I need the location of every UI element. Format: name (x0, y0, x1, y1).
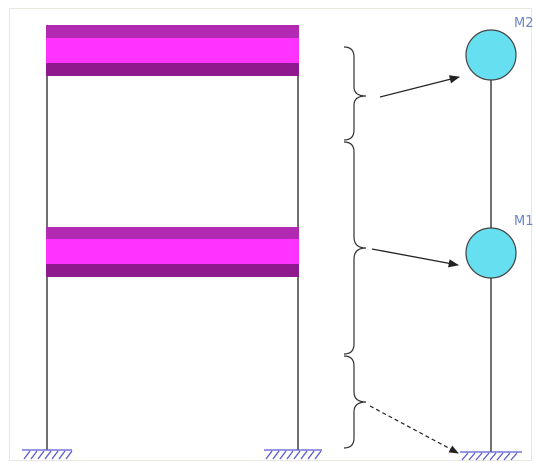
curly-braces (343, 46, 367, 449)
building-frame (22, 25, 322, 460)
stick-fixed-support (460, 451, 522, 461)
arrow-to-m2 (379, 75, 461, 98)
arrows (369, 75, 461, 454)
dashed-arrow-to-base (369, 405, 459, 454)
upper-floor-slab (46, 25, 299, 76)
mass-m1-circle (465, 227, 517, 279)
mass-m2-label: M2 (514, 16, 534, 31)
outer-border (9, 8, 532, 461)
arrow-to-m1 (371, 248, 460, 268)
left-fixed-support (22, 449, 73, 460)
lower-brace (343, 355, 367, 449)
mass-m1-label: M1 (514, 214, 534, 229)
right-fixed-support (264, 449, 322, 460)
mass-m2-circle (465, 29, 517, 81)
middle-brace (343, 141, 367, 355)
lower-floor-slab (46, 227, 299, 277)
upper-brace (343, 46, 367, 141)
lumped-mass-model: M2 M1 (460, 16, 534, 461)
